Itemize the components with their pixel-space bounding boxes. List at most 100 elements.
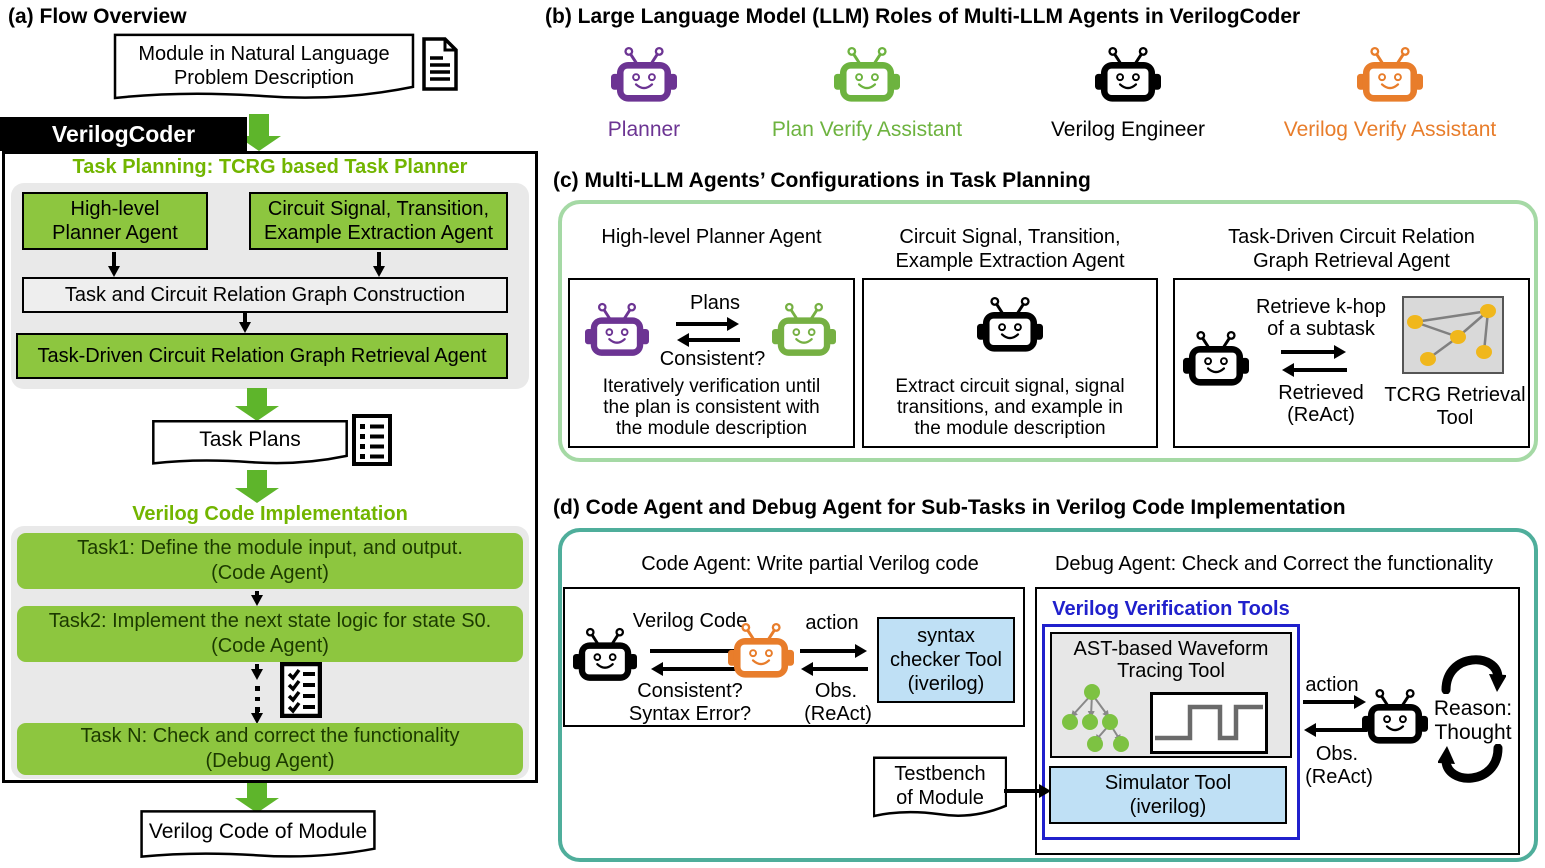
desc-line: the plan is consistent with bbox=[603, 397, 820, 418]
plan-verify-robot-icon bbox=[834, 46, 900, 107]
desc-line: Iteratively verification until bbox=[602, 376, 821, 397]
verilogcoder-bar: VerilogCoder bbox=[0, 117, 247, 151]
output-banner: Verilog Code of Module bbox=[140, 810, 376, 866]
obs-label: Obs. bbox=[814, 680, 858, 702]
plans-arrow bbox=[676, 316, 739, 331]
flow-arrow-input bbox=[237, 114, 281, 151]
tool-line: Simulator Tool bbox=[1104, 772, 1232, 794]
react-label: (ReAct) bbox=[804, 703, 872, 725]
planner-robot-icon bbox=[585, 302, 649, 361]
node-graph-icon bbox=[1402, 296, 1504, 374]
tool-line: syntax bbox=[917, 625, 975, 647]
code-agent-heading: Code Agent: Write partial Verilog code bbox=[641, 553, 979, 575]
caption-line: Tool bbox=[1436, 407, 1474, 429]
c-extraction-description: Extract circuit signal, signal transitio… bbox=[866, 376, 1154, 439]
caption-line: TCRG Retrieval bbox=[1384, 384, 1526, 406]
taskN-line1: Task N: Check and correct the functional… bbox=[80, 725, 460, 747]
retrieve-arrow bbox=[1281, 344, 1346, 359]
task-plans-label: Task Plans bbox=[199, 428, 301, 451]
taskN-row: Task N: Check and correct the functional… bbox=[17, 723, 523, 775]
output-banner-text: Verilog Code of Module bbox=[140, 812, 376, 852]
task-plans-text: Task Plans bbox=[152, 422, 348, 458]
testbench-text: Testbench of Module bbox=[873, 758, 1007, 814]
consistent-label: Consistent? bbox=[659, 348, 766, 370]
graph-construction-box: Task and Circuit Relation Graph Construc… bbox=[22, 277, 508, 313]
verilog-code-label: Verilog Code bbox=[632, 610, 748, 632]
role-label-verilog-engineer: Verilog Engineer bbox=[1050, 118, 1206, 141]
plan-verify-robot-icon bbox=[772, 302, 836, 361]
down-arrow bbox=[243, 313, 247, 323]
task2-row: Task2: Implement the next state logic fo… bbox=[17, 606, 523, 662]
consistent-arrow bbox=[677, 332, 740, 347]
c-extraction-box bbox=[862, 278, 1158, 448]
module-banner-line1: Module in Natural Language bbox=[138, 43, 390, 65]
desc-line: Extract circuit signal, signal bbox=[895, 376, 1125, 397]
code-implementation-heading: Verilog Code Implementation bbox=[132, 503, 408, 525]
action-arrow bbox=[800, 643, 867, 658]
planner-robot-icon bbox=[611, 46, 677, 107]
tool-line: (iverilog) bbox=[1129, 796, 1207, 818]
debug-action-label: action bbox=[1305, 674, 1359, 696]
panel-b-title: (b) Large Language Model (LLM) Roles of … bbox=[545, 5, 1301, 28]
action-label: action bbox=[805, 612, 859, 634]
testbench-banner: Testbench of Module bbox=[873, 756, 1007, 828]
label-line: of a subtask bbox=[1267, 318, 1375, 340]
role-label-plan-verify: Plan Verify Assistant bbox=[771, 118, 963, 141]
wave-box-shape bbox=[873, 756, 1007, 828]
wave-box-shape bbox=[113, 33, 415, 111]
flow-arrow-to-task-plans bbox=[234, 388, 280, 421]
c-retrieval-heading-line2: Graph Retrieval Agent bbox=[1253, 250, 1450, 272]
panel-a-title: (a) Flow Overview bbox=[8, 5, 187, 28]
dotted-arrow-dots bbox=[255, 686, 260, 712]
label-line: Retrieved bbox=[1278, 382, 1364, 404]
task1-row: Task1: Define the module input, and outp… bbox=[17, 533, 523, 589]
document-icon bbox=[422, 37, 458, 91]
circular-arrow-top-icon bbox=[1441, 655, 1506, 694]
dotted-arrow-bottom bbox=[255, 710, 259, 714]
debug-react-label: (ReAct) bbox=[1305, 766, 1373, 788]
testbench-line2: of Module bbox=[896, 787, 984, 809]
graph-retrieval-agent-label: Task-Driven Circuit Relation Graph Retri… bbox=[37, 345, 487, 367]
retrieve-khop-label: Retrieve k-hop of a subtask bbox=[1253, 296, 1389, 340]
task1-line2: (Code Agent) bbox=[211, 562, 329, 584]
debug-agent-heading: Debug Agent: Check and Correct the funct… bbox=[1054, 553, 1494, 575]
extraction-agent-line1: Circuit Signal, Transition, bbox=[267, 198, 490, 220]
tree-graph-icon bbox=[1062, 684, 1129, 752]
task2-line1: Task2: Implement the next state logic fo… bbox=[48, 610, 492, 632]
taskN-line2: (Debug Agent) bbox=[205, 750, 335, 772]
output-banner-label: Verilog Code of Module bbox=[148, 820, 368, 843]
verilog-engineer-robot-icon bbox=[1095, 46, 1161, 107]
high-level-planner-line2: Planner Agent bbox=[52, 222, 178, 244]
desc-line: the module description bbox=[914, 418, 1106, 439]
label-line: (ReAct) bbox=[1287, 404, 1355, 426]
consistent-label: Consistent? bbox=[637, 680, 743, 702]
obs-arrow bbox=[801, 661, 868, 676]
wave-box-shape bbox=[152, 420, 348, 472]
c-planner-description: Iteratively verification until the plan … bbox=[572, 376, 851, 439]
thought-label: Thought bbox=[1434, 721, 1512, 744]
debug-obs-label: Obs. bbox=[1315, 743, 1359, 765]
c-planner-heading: High-level Planner Agent bbox=[601, 226, 822, 248]
code-agent-box bbox=[563, 587, 1025, 727]
extraction-robot-icon bbox=[977, 296, 1043, 357]
module-banner-line2: Problem Description bbox=[173, 67, 355, 89]
simulator-tool-box: Simulator Tool (iverilog) bbox=[1049, 766, 1287, 824]
bullet-list-icon bbox=[352, 414, 392, 466]
retrieved-react-label: Retrieved (ReAct) bbox=[1253, 382, 1389, 426]
c-planner-box bbox=[568, 278, 855, 448]
module-description-banner: Module in Natural Language Problem Descr… bbox=[113, 33, 415, 111]
tool-line: checker Tool bbox=[890, 649, 1002, 671]
down-arrow bbox=[112, 252, 116, 267]
verilogcoder-label: VerilogCoder bbox=[51, 120, 196, 147]
debug-robot-icon bbox=[1362, 688, 1428, 749]
desc-line: the module description bbox=[615, 418, 808, 439]
testbench-line1: Testbench bbox=[894, 763, 986, 785]
graph-retrieval-agent-box: Task-Driven Circuit Relation Graph Retri… bbox=[16, 333, 508, 379]
extraction-agent-line2: Example Extraction Agent bbox=[263, 222, 493, 244]
reason-label: Reason: bbox=[1433, 697, 1513, 720]
c-retrieval-heading-line1: Task-Driven Circuit Relation bbox=[1228, 226, 1475, 248]
retrieved-arrow bbox=[1282, 362, 1347, 377]
task-plans-banner: Task Plans bbox=[152, 420, 348, 472]
panel-c-title: (c) Multi-LLM Agents’ Configurations in … bbox=[553, 169, 1091, 192]
